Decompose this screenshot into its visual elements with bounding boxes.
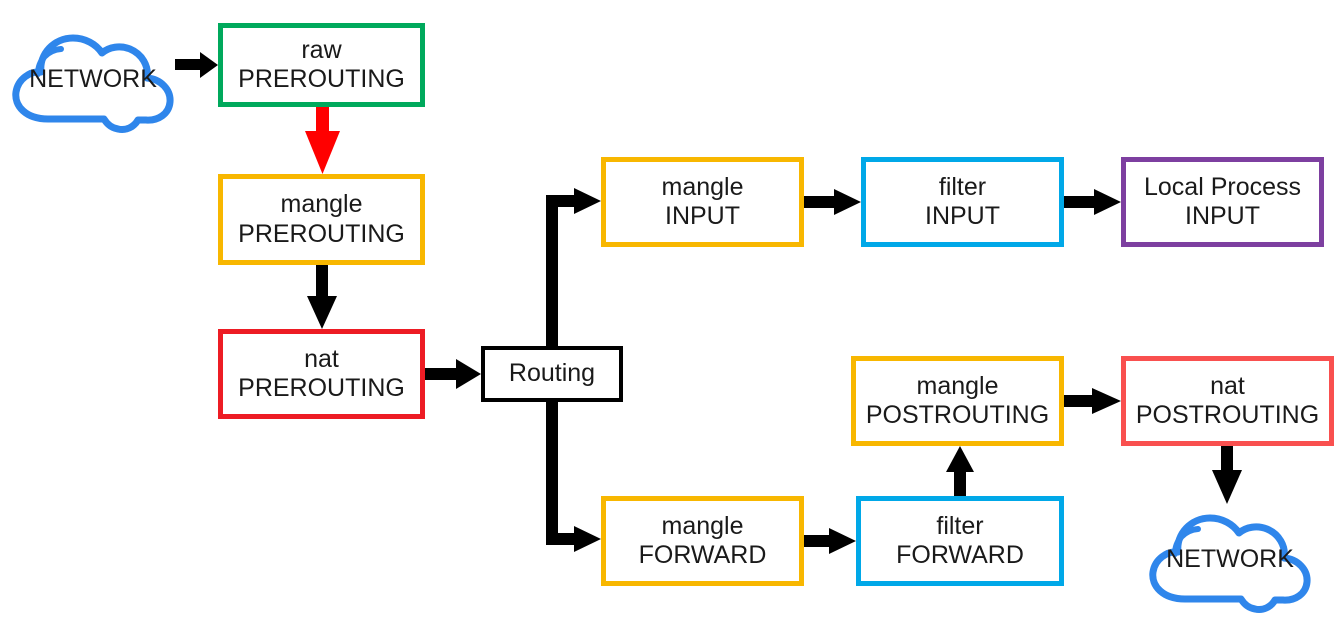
node-chain-label: INPUT — [665, 202, 740, 230]
node-table-label: mangle — [661, 172, 744, 201]
node-local-process-input[interactable]: Local Process INPUT — [1121, 157, 1324, 247]
edge-filter-input-to-local-process — [1064, 189, 1121, 215]
edge-routing-to-mangle-forward — [546, 398, 601, 552]
cloud-network-out: NETWORK — [1145, 504, 1315, 614]
node-table-label: mangle — [661, 511, 744, 540]
edge-nat-prerouting-to-routing — [425, 359, 481, 389]
node-table-label: Routing — [508, 359, 596, 388]
node-mangle-postrouting[interactable]: mangle POSTROUTING — [851, 356, 1064, 446]
node-table-label: filter — [936, 511, 984, 540]
node-chain-label: PREROUTING — [238, 219, 405, 248]
node-chain-label: PREROUTING — [238, 374, 405, 402]
node-chain-label: FORWARD — [638, 541, 767, 569]
node-table-label: filter — [938, 172, 987, 201]
node-chain-label: INPUT — [1185, 202, 1260, 230]
node-table-label: nat — [304, 344, 339, 373]
node-chain-label: POSTROUTING — [865, 401, 1050, 429]
node-table-label: mangle — [280, 190, 363, 218]
edge-network-in-to-raw-prerouting — [175, 52, 218, 78]
node-chain-label: INPUT — [925, 202, 1000, 230]
cloud-icon — [1149, 514, 1311, 613]
node-chain-label: FORWARD — [896, 541, 1024, 569]
node-nat-prerouting[interactable]: nat PREROUTING — [218, 329, 425, 419]
node-raw-prerouting[interactable]: raw PREROUTING — [218, 23, 425, 107]
node-table-label: nat — [1210, 371, 1245, 400]
node-mangle-input[interactable]: mangle INPUT — [601, 157, 804, 247]
node-table-label: Local Process — [1143, 172, 1302, 201]
node-table-label: raw — [301, 35, 342, 64]
node-filter-forward[interactable]: filter FORWARD — [856, 496, 1064, 586]
edge-routing-to-mangle-input — [546, 188, 601, 350]
edge-mangle-post-to-nat-post — [1064, 388, 1121, 414]
node-chain-label: PREROUTING — [238, 65, 405, 93]
node-routing[interactable]: Routing — [481, 346, 623, 402]
edge-filter-forward-to-mangle-postrouting — [946, 446, 974, 498]
edge-nat-postrouting-to-network-out — [1212, 446, 1242, 504]
edge-raw-to-mangle-prerouting — [305, 107, 340, 174]
node-mangle-forward[interactable]: mangle FORWARD — [601, 496, 804, 586]
node-mangle-prerouting[interactable]: mangle PREROUTING — [218, 174, 425, 265]
cloud-label: NETWORK — [1166, 544, 1294, 573]
edge-mangle-forward-to-filter-forward — [804, 528, 856, 554]
node-filter-input[interactable]: filter INPUT — [861, 157, 1064, 247]
cloud-network-in: NETWORK — [8, 24, 178, 134]
edge-mangle-to-nat-prerouting — [307, 265, 337, 329]
node-table-label: mangle — [916, 371, 999, 400]
cloud-icon — [12, 34, 174, 133]
edge-mangle-input-to-filter-input — [804, 189, 861, 215]
node-nat-postrouting[interactable]: nat POSTROUTING — [1121, 356, 1334, 446]
node-chain-label: POSTROUTING — [1135, 401, 1320, 429]
cloud-label: NETWORK — [29, 64, 157, 93]
